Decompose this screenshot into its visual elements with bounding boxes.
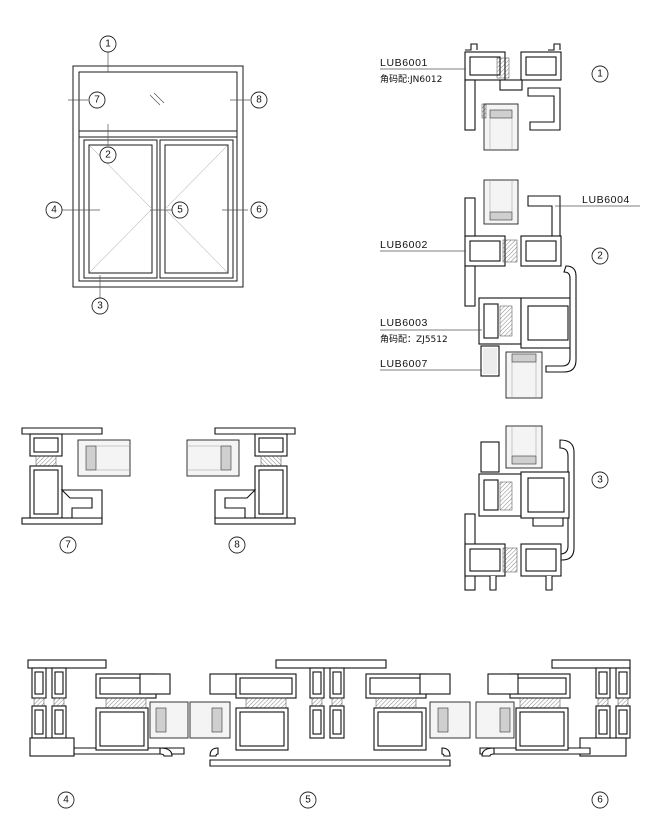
callout-5-elevation: 5 (171, 201, 189, 219)
callout-5-section: 5 (299, 791, 317, 809)
section-4-detail (27, 659, 189, 757)
svg-text:2: 2 (597, 251, 603, 262)
svg-text:3: 3 (597, 475, 603, 486)
left-sash (83, 139, 158, 279)
svg-text:8: 8 (256, 95, 262, 106)
callout-8-section: 8 (228, 536, 246, 554)
callout-3-elevation: 3 (91, 297, 109, 315)
section-5-detail (189, 659, 471, 767)
svg-text:5: 5 (177, 205, 183, 216)
svg-text:7: 7 (94, 95, 100, 106)
section-2-detail (380, 179, 640, 399)
section-3-detail (464, 425, 575, 591)
window-elevation (62, 52, 250, 298)
callout-4-elevation: 4 (45, 201, 63, 219)
svg-text:4: 4 (63, 795, 69, 806)
svg-text:6: 6 (256, 205, 262, 216)
section-6-detail (475, 659, 631, 757)
note-lub6001: 角码配:JN6012 (380, 73, 442, 85)
svg-text:5: 5 (305, 795, 311, 806)
callout-7-elevation: 7 (88, 91, 106, 109)
svg-text:6: 6 (597, 795, 603, 806)
callout-7-section: 7 (59, 536, 77, 554)
label-lub6003: LUB6003 (380, 317, 428, 329)
callout-6-section: 6 (591, 791, 609, 809)
outer-frame (72, 65, 244, 288)
svg-text:7: 7 (65, 540, 71, 551)
svg-text:8: 8 (234, 540, 240, 551)
section-7-detail (21, 427, 131, 525)
label-lub6007: LUB6007 (380, 358, 428, 370)
callout-3-section: 3 (591, 471, 609, 489)
note-lub6003: 角码配：ZJ5512 (380, 333, 448, 345)
label-lub6001: LUB6001 (380, 57, 428, 69)
svg-text:1: 1 (105, 39, 111, 50)
svg-text:1: 1 (597, 69, 603, 80)
callout-8-elevation: 8 (250, 91, 268, 109)
inner-frame (78, 71, 238, 282)
svg-text:4: 4 (51, 205, 57, 216)
svg-text:2: 2 (105, 150, 111, 161)
callout-1-elevation: 1 (99, 35, 117, 53)
callout-2-section: 2 (591, 247, 609, 265)
callout-2-elevation: 2 (99, 146, 117, 164)
right-sash (159, 139, 234, 279)
callout-4-section: 4 (57, 791, 75, 809)
label-lub6002: LUB6002 (380, 239, 428, 251)
section-1-detail (380, 43, 562, 151)
svg-text:3: 3 (97, 301, 103, 312)
callout-1-section: 1 (591, 65, 609, 83)
section-8-detail (186, 427, 296, 525)
label-lub6004: LUB6004 (582, 194, 630, 206)
callout-6-elevation: 6 (250, 201, 268, 219)
